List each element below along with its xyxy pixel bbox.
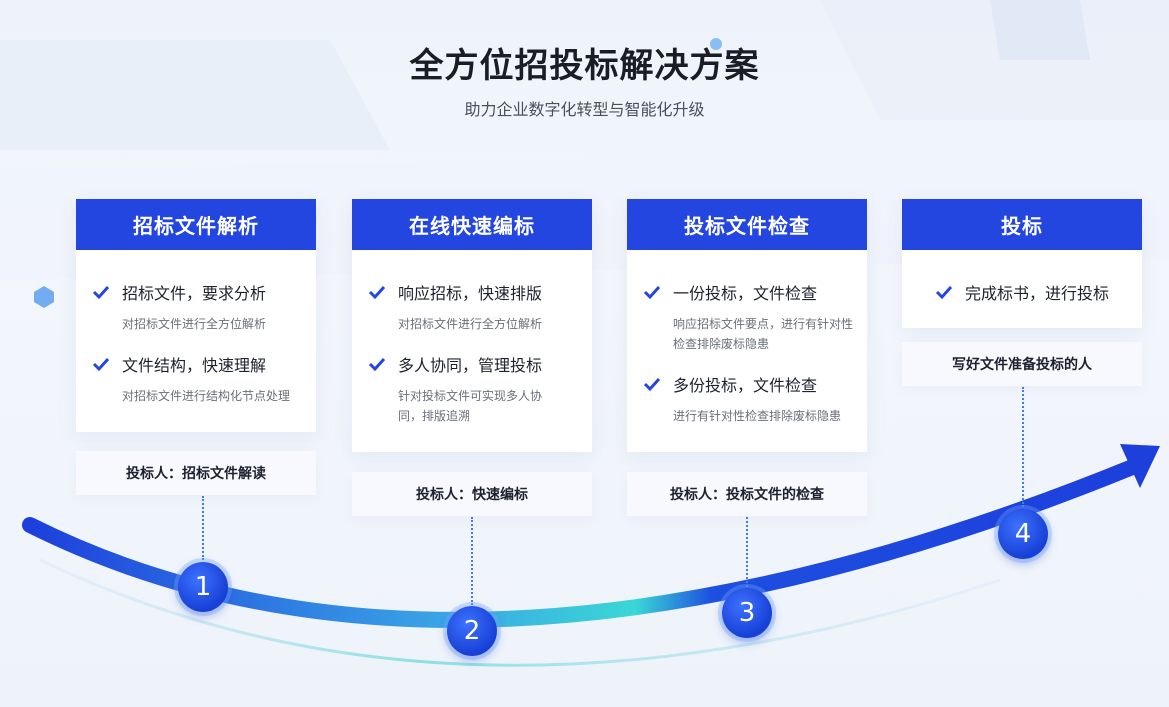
- step-node-3: 3: [722, 588, 772, 638]
- step-card-1: 招标文件解析 招标文件，要求分析 对招标文件进行全方位解析 文件结构，快速理解 …: [76, 199, 316, 432]
- role-label-3: 投标人：投标文件的检查: [627, 472, 867, 516]
- list-item: 完成标书，进行投标: [918, 280, 1126, 304]
- step-heading: 在线快速编标: [352, 199, 592, 250]
- connector-line: [471, 517, 473, 605]
- item-desc: 对招标文件进行全方位解析: [398, 317, 543, 331]
- role-label-1: 投标人：招标文件解读: [76, 451, 316, 495]
- item-title: 文件结构，快速理解: [122, 356, 267, 375]
- item-title: 响应招标，快速排版: [398, 284, 543, 303]
- item-title: 招标文件，要求分析: [122, 284, 267, 303]
- connector-line: [1022, 387, 1024, 507]
- step-card-2: 在线快速编标 响应招标，快速排版 对招标文件进行全方位解析 多人协同，管理投标 …: [352, 199, 592, 452]
- step-heading: 招标文件解析: [76, 199, 316, 250]
- item-title: 多人协同，管理投标: [398, 356, 543, 375]
- connector-line: [202, 496, 204, 560]
- check-icon: [368, 357, 386, 372]
- list-item: 多份投标，文件检查 进行有针对性检查排除废标隐患: [643, 372, 851, 426]
- item-desc: 响应招标文件要点，进行有针对性检查排除废标隐患: [673, 317, 854, 351]
- item-title: 完成标书，进行投标: [964, 284, 1109, 303]
- item-desc: 进行有针对性检查排除废标隐患: [673, 409, 842, 423]
- step-card-3: 投标文件检查 一份投标，文件检查 响应招标文件要点，进行有针对性检查排除废标隐患…: [627, 199, 867, 452]
- list-item: 一份投标，文件检查 响应招标文件要点，进行有针对性检查排除废标隐患: [643, 280, 854, 354]
- step-heading: 投标文件检查: [627, 199, 867, 250]
- item-desc: 针对投标文件可实现多人协同，排版追溯: [398, 389, 543, 423]
- list-item: 招标文件，要求分析 对招标文件进行全方位解析: [92, 280, 300, 334]
- check-icon: [935, 285, 953, 300]
- step-node-2: 2: [447, 606, 497, 656]
- list-item: 响应招标，快速排版 对招标文件进行全方位解析: [368, 280, 576, 334]
- list-item: 文件结构，快速理解 对招标文件进行结构化节点处理: [92, 352, 300, 406]
- check-icon: [92, 285, 110, 300]
- step-card-4: 投标 完成标书，进行投标: [902, 199, 1142, 328]
- page-title: 全方位招投标解决方案: [409, 46, 760, 86]
- item-title: 多份投标，文件检查: [673, 376, 818, 395]
- step-node-4: 4: [998, 509, 1048, 559]
- item-desc: 对招标文件进行全方位解析: [122, 317, 267, 331]
- check-icon: [92, 357, 110, 372]
- role-label-4: 写好文件准备投标的人: [902, 342, 1142, 386]
- item-desc: 对招标文件进行结构化节点处理: [122, 389, 291, 403]
- connector-line: [746, 517, 748, 587]
- step-heading: 投标: [902, 199, 1142, 250]
- list-item: 多人协同，管理投标 针对投标文件可实现多人协同，排版追溯: [368, 352, 576, 426]
- check-icon: [643, 377, 661, 392]
- check-icon: [643, 285, 661, 300]
- item-title: 一份投标，文件检查: [673, 284, 818, 303]
- role-label-2: 投标人：快速编标: [352, 472, 592, 516]
- check-icon: [368, 285, 386, 300]
- page-subtitle: 助力企业数字化转型与智能化升级: [464, 100, 705, 119]
- step-node-1: 1: [178, 562, 228, 612]
